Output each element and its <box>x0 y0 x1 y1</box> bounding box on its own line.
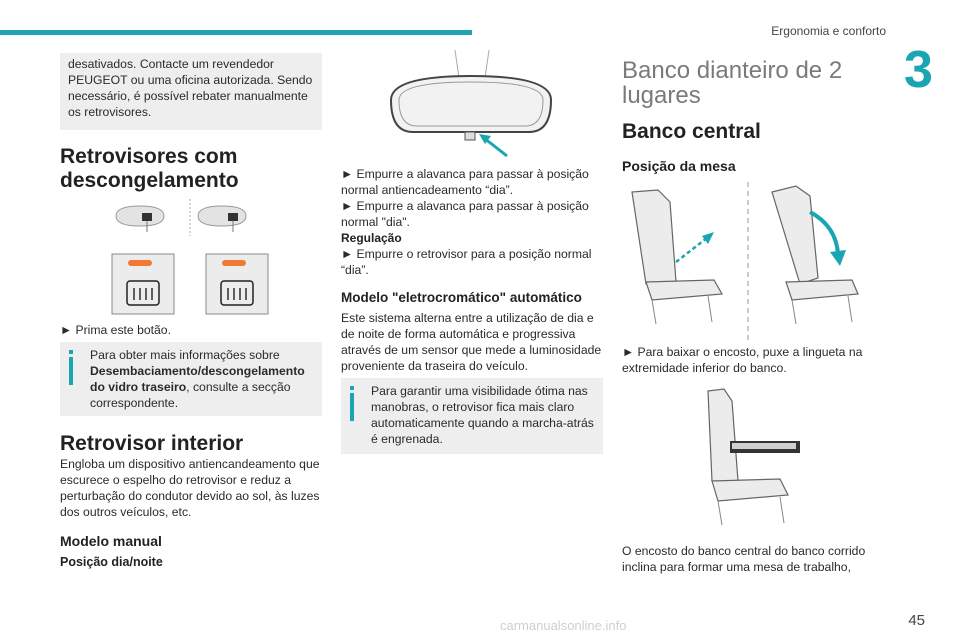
manual-model-heading: Modelo manual <box>60 533 162 549</box>
defrost-heading: Retrovisores com descongelamento <box>60 145 239 192</box>
watermark: carmanualsonline.info <box>500 618 627 633</box>
info-icon <box>69 350 73 354</box>
interior-mirror-description: Engloba um dispositivo antiencandeamento… <box>60 457 320 519</box>
electrochromic-description: Este sistema alterna entre a utilização … <box>341 311 602 373</box>
info-icon <box>350 386 354 390</box>
regulation-label: Regulação <box>341 231 402 245</box>
info-reverse-note: Para garantir uma visibilidade ótima nas… <box>341 378 603 454</box>
press-button-instruction: ► Prima este botão. <box>60 323 171 337</box>
central-seat-heading: Banco central <box>622 120 761 143</box>
section-title: Ergonomia e conforto <box>771 24 886 38</box>
defrost-mirror-illustration <box>111 199 269 315</box>
seat-as-table-illustration <box>707 388 800 526</box>
interior-mirror-illustration <box>389 50 553 158</box>
chapter-number: 3 <box>904 41 933 99</box>
page-number: 45 <box>908 612 925 629</box>
step-day-antiglare: ► Empurre a alavanca para passar à posiç… <box>341 167 589 197</box>
day-night-heading: Posição dia/noite <box>60 555 163 569</box>
step-day-normal: ► Empurre a alavanca para passar à posiç… <box>341 199 589 229</box>
bench-seat-title: Banco dianteiro de 2 lugares <box>622 57 843 109</box>
electrochromic-heading: Modelo "eletrocromático" automático <box>341 290 582 305</box>
continued-note: desativados. Contacte um revendedor PEUG… <box>60 53 322 130</box>
table-description: O encosto do banco central do banco corr… <box>622 544 866 574</box>
seat-table-illustration <box>631 182 859 340</box>
step-push-mirror: ► Empurre o retrovisor para a posição no… <box>341 247 592 277</box>
interior-mirror-heading: Retrovisor interior <box>60 432 244 455</box>
lower-backrest-instruction: ► Para baixar o encosto, puxe a lingueta… <box>622 345 863 375</box>
continued-note-text: desativados. Contacte um revendedor PEUG… <box>68 57 313 119</box>
top-accent-bar <box>0 30 472 35</box>
table-position-heading: Posição da mesa <box>622 158 736 174</box>
